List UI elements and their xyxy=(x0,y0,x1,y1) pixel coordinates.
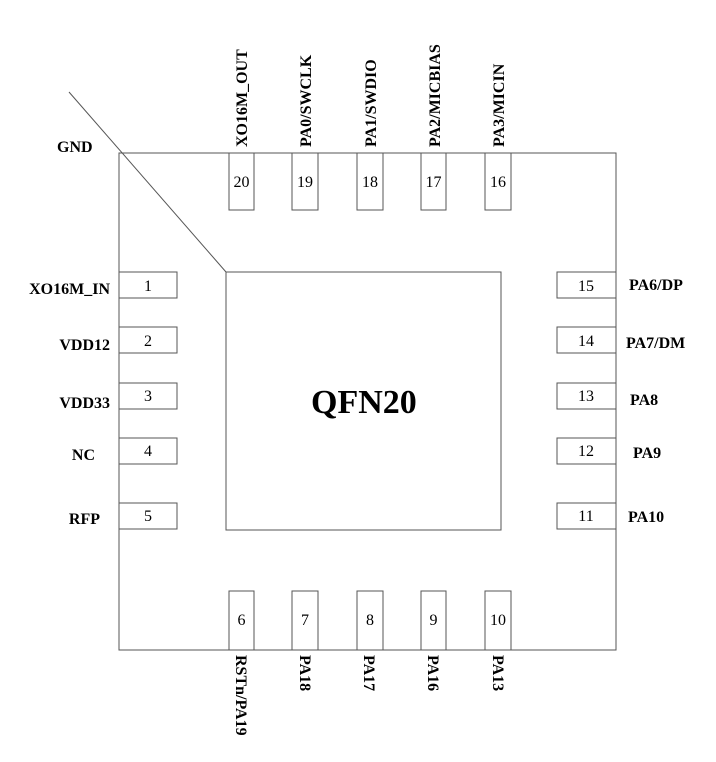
pin-number: 12 xyxy=(578,443,594,460)
pin-label: NC xyxy=(72,447,95,464)
pin-label: VDD33 xyxy=(59,395,110,412)
right-pins: 15 PA6/DP 14 PA7/DM 13 PA8 12 PA9 11 PA1… xyxy=(556,271,685,530)
pin-number: 15 xyxy=(578,278,594,295)
pin-18: 18 PA1/SWDIO xyxy=(356,59,384,211)
pin-label: PA9 xyxy=(633,445,661,462)
pin-number: 19 xyxy=(297,174,313,191)
pin-number: 18 xyxy=(362,174,378,191)
pin-number: 13 xyxy=(578,388,594,405)
gnd-leader-line xyxy=(68,91,227,273)
pin-label: PA18 xyxy=(296,655,313,691)
pin-label: PA7/DM xyxy=(626,335,685,352)
pin-label: PA8 xyxy=(630,392,658,409)
pin-label: XO16M_OUT xyxy=(234,49,251,147)
pin-number: 5 xyxy=(144,508,152,525)
pin-2: 2 VDD12 xyxy=(59,326,178,354)
pin-17: 17 PA2/MICBIAS xyxy=(420,44,447,211)
pin-label: VDD12 xyxy=(59,337,110,354)
pin-4: 4 NC xyxy=(72,437,178,465)
pin-label: PA10 xyxy=(628,509,664,526)
exposed-pad xyxy=(225,271,502,531)
bottom-pins: 6 RSTn/PA19 7 PA18 8 PA17 9 PA16 10 PA13 xyxy=(228,590,512,736)
pin-label: PA3/MICIN xyxy=(491,63,508,147)
pin-label: PA13 xyxy=(489,655,506,691)
pin-label: PA6/DP xyxy=(629,277,683,294)
pin-number: 17 xyxy=(426,174,442,191)
pin-15: 15 PA6/DP xyxy=(556,271,683,299)
pin-number: 16 xyxy=(490,174,506,191)
top-pins: 20 XO16M_OUT 19 PA0/SWCLK 18 PA1/SWDIO 1… xyxy=(228,44,512,211)
pin-7: 7 PA18 xyxy=(291,590,319,691)
pin-number: 4 xyxy=(144,443,152,460)
pin-16: 16 PA3/MICIN xyxy=(484,63,512,211)
left-pins: 1 XO16M_IN 2 VDD12 3 VDD33 4 NC 5 RFP xyxy=(29,271,178,530)
pin-number: 9 xyxy=(430,612,438,629)
package-name: QFN20 xyxy=(311,384,417,421)
pin-number: 8 xyxy=(366,612,374,629)
pin-number: 2 xyxy=(144,333,152,350)
pin-20: 20 XO16M_OUT xyxy=(228,49,255,211)
pin-11: 11 PA10 xyxy=(556,502,664,530)
pin-label: PA1/SWDIO xyxy=(363,59,380,147)
pin-13: 13 PA8 xyxy=(556,382,658,410)
pin-8: 8 PA17 xyxy=(356,590,384,691)
pin-number: 14 xyxy=(578,333,594,350)
pin-number: 1 xyxy=(144,278,152,295)
gnd-label: GND xyxy=(57,139,93,156)
pin-label: PA16 xyxy=(424,655,441,691)
pin-6: 6 RSTn/PA19 xyxy=(228,590,255,736)
pin-number: 7 xyxy=(301,612,309,629)
pin-label: PA2/MICBIAS xyxy=(427,44,444,147)
pin-label: XO16M_IN xyxy=(29,281,110,298)
pin-number: 10 xyxy=(490,612,506,629)
pin-number: 11 xyxy=(578,508,593,525)
pin-3: 3 VDD33 xyxy=(59,382,178,412)
pin-label: PA0/SWCLK xyxy=(298,54,315,147)
pin-number: 6 xyxy=(238,612,246,629)
pin-19: 19 PA0/SWCLK xyxy=(291,54,319,211)
pin-9: 9 PA16 xyxy=(420,590,447,691)
pin-5: 5 RFP xyxy=(69,502,178,530)
pin-1: 1 XO16M_IN xyxy=(29,271,178,299)
pin-label: RSTn/PA19 xyxy=(232,655,249,736)
pin-number: 3 xyxy=(144,388,152,405)
pin-label: PA17 xyxy=(360,655,377,691)
pin-label: RFP xyxy=(69,511,100,528)
pin-number: 20 xyxy=(234,174,250,191)
pin-10: 10 PA13 xyxy=(484,590,512,691)
pin-14: 14 PA7/DM xyxy=(556,326,685,354)
pin-12: 12 PA9 xyxy=(556,437,661,465)
